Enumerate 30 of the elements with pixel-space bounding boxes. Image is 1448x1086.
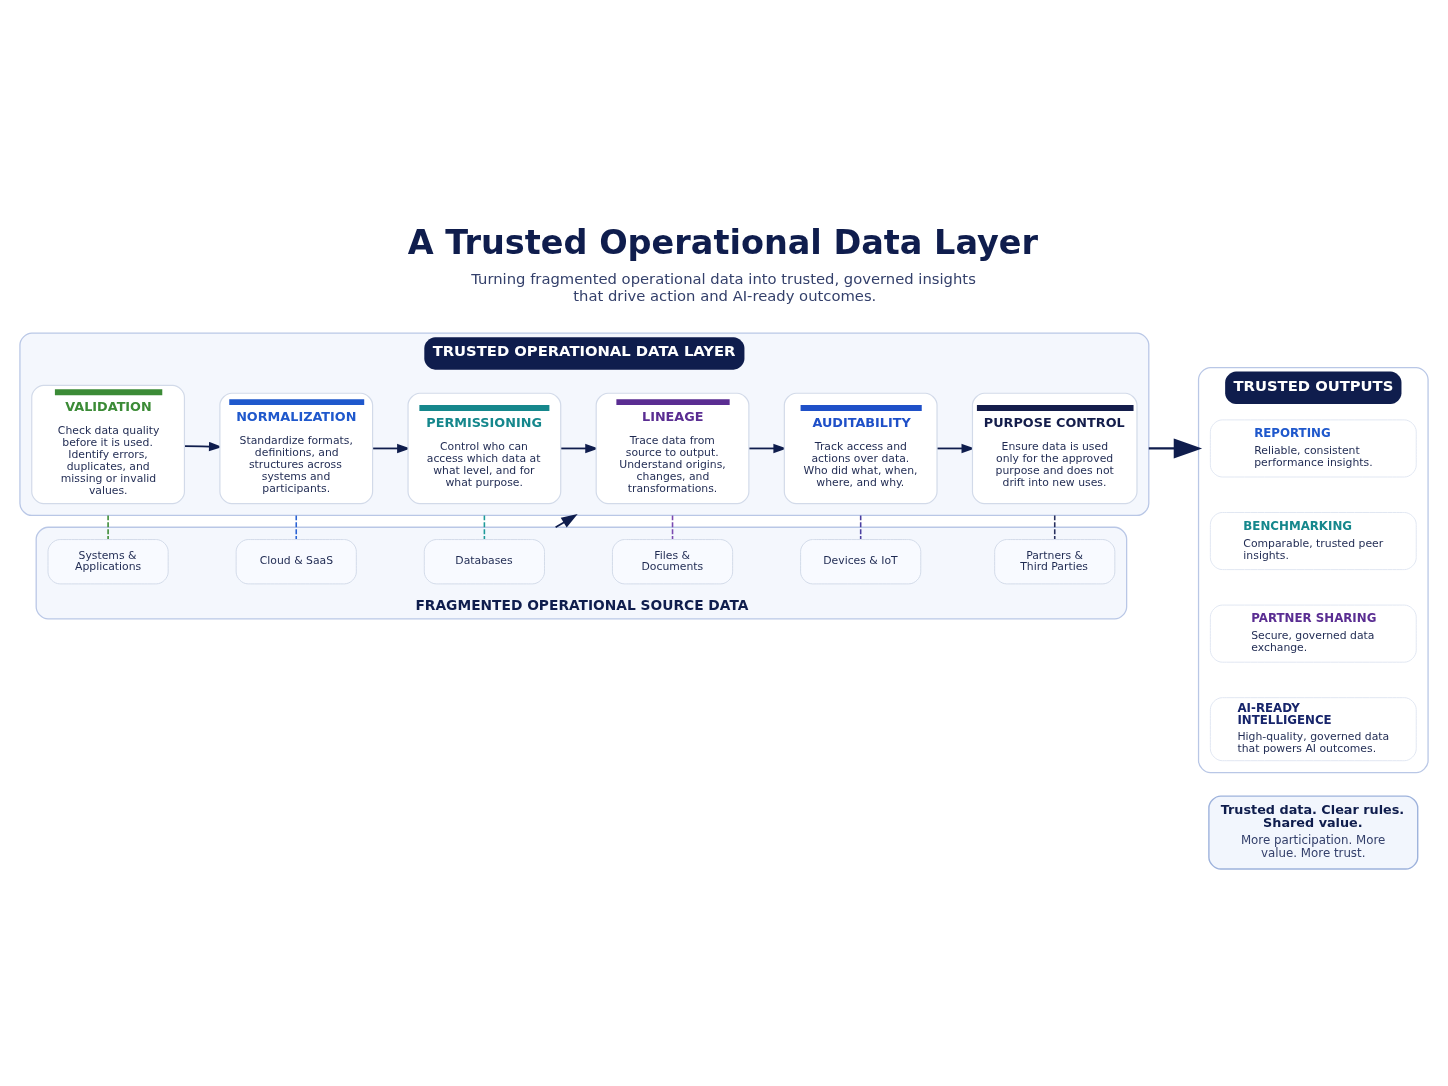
arrow xyxy=(1148,438,1203,458)
node-box: NORMALIZATION Standardize formats, definitions, and structures across systems and participants. xyxy=(219,392,374,504)
node-box: AI-READY INTELLIGENCE High-quality, governed data that powers AI outcomes. xyxy=(1209,696,1417,761)
node-box: Databases xyxy=(423,538,545,584)
arrow xyxy=(748,443,787,453)
node-box: VALIDATION Check data quality before it is used. Identify errors, duplicates, and missing or invalid values. xyxy=(31,384,186,504)
node-box: Systems & Applications xyxy=(47,538,169,584)
node-box: BENCHMARKING Comparable, trusted peer insights. xyxy=(1209,511,1417,570)
node-box: Trusted data. Clear rules. Shared value. More participation. More value. More trust. xyxy=(1208,794,1419,870)
node-box: AUDITABILITY Track access and actions over data. Who did what, when, where, and why. xyxy=(783,392,938,504)
node-box: Devices & IoT xyxy=(800,538,922,584)
arrow xyxy=(936,443,975,453)
connector xyxy=(1053,514,1056,540)
node-box: PURPOSE CONTROL Ensure data is used only for the approved purpose and does not drift into new uses. xyxy=(971,392,1138,504)
node-box: Cloud & SaaS xyxy=(235,538,357,584)
node-box: PARTNER SHARING Secure, governed data exchange. xyxy=(1209,604,1417,663)
node-box: Partners & Third Parties xyxy=(994,538,1116,584)
arrow xyxy=(559,443,599,453)
node-box: LINEAGE Trace data from source to output. Understand origins, changes, and transformations. xyxy=(595,392,750,504)
node-box: Files & Documents xyxy=(611,538,734,584)
connector xyxy=(107,514,109,540)
connector xyxy=(671,514,674,540)
diagram-title: A Trusted Operational Data Layer xyxy=(407,222,1039,262)
node-box: PERMISSIONING Control who can access which data at what level, and for what purpose. xyxy=(407,392,562,504)
caption: Turning fragmented operational data into trusted, governed insights that drive action and AI-ready outcomes. xyxy=(471,269,976,304)
node-box: REPORTING Reliable, consistent performance insights. xyxy=(1209,418,1417,477)
connector xyxy=(295,514,298,540)
arrow xyxy=(554,513,578,528)
connector xyxy=(483,514,486,540)
connector xyxy=(859,514,862,540)
